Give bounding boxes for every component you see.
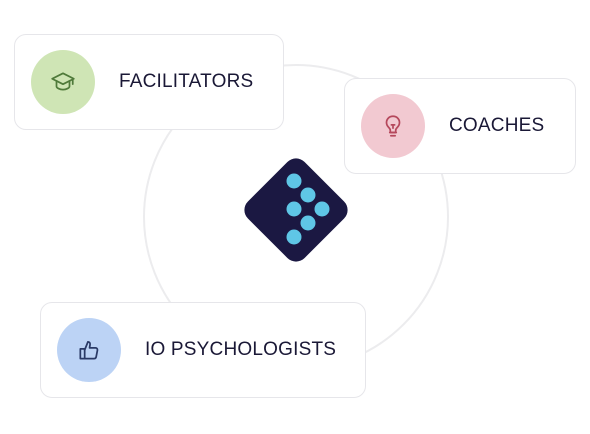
logo-dot — [300, 215, 316, 231]
role-label: COACHES — [449, 115, 545, 136]
graduation-cap-icon — [51, 72, 75, 91]
logo-dot — [286, 229, 302, 245]
lightbulb-icon — [385, 115, 401, 137]
brand-logo-icon — [244, 158, 348, 262]
logo-dot — [314, 201, 330, 217]
logo-dot — [300, 187, 316, 203]
role-card-io-psychologists: IO PSYCHOLOGISTS — [40, 302, 366, 398]
role-label: FACILITATORS — [119, 71, 254, 92]
role-card-coaches: COACHES — [344, 78, 576, 174]
role-badge — [57, 318, 121, 382]
role-badge — [361, 94, 425, 158]
role-label: IO PSYCHOLOGISTS — [145, 339, 337, 360]
role-badge — [31, 50, 95, 114]
logo-dot — [286, 201, 302, 217]
thumbs-up-icon — [79, 341, 99, 360]
logo-dot — [286, 173, 302, 189]
role-card-facilitators: FACILITATORS — [14, 34, 284, 130]
